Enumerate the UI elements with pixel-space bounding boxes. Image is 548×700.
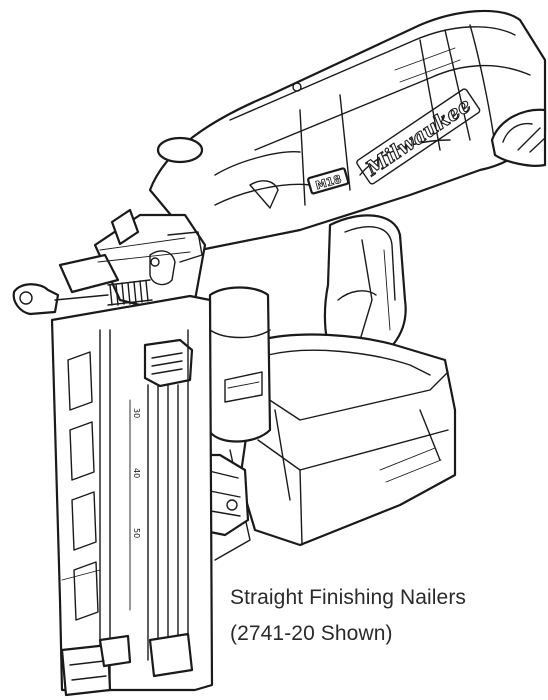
magazine-mark-30: 30 (132, 408, 141, 418)
belt-hook (490, 108, 547, 167)
figure-caption-model: (2741-20 Shown) (230, 622, 393, 645)
motor-housing (148, 9, 547, 252)
drive-spring (107, 279, 153, 306)
magazine-scale: 30 40 50 (129, 399, 141, 611)
m18-badge: M18 (307, 167, 350, 195)
magazine-mark-50: 50 (132, 528, 141, 538)
battery-pack (238, 333, 457, 547)
nail-magazine: 30 40 50 (50, 294, 214, 697)
nose-mechanism (12, 208, 207, 332)
figure-caption-title: Straight Finishing Nailers (230, 586, 467, 609)
magazine-mark-40: 40 (132, 468, 141, 478)
